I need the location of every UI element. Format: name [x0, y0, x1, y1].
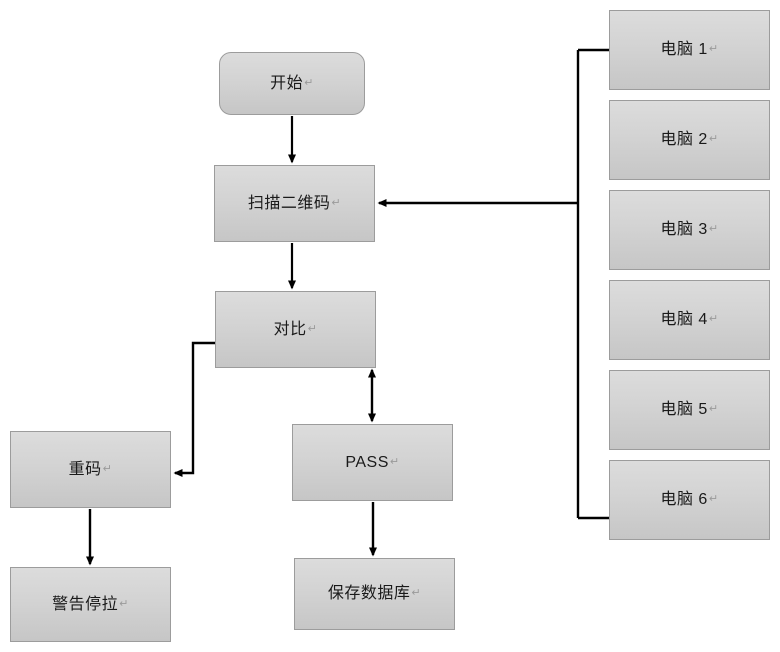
node-computer-3-label: 电脑 3	[660, 221, 708, 239]
node-computer-6-label: 电脑 6	[660, 491, 708, 509]
node-save-database[interactable]: 保存数据库↵	[294, 558, 455, 630]
node-computer-4[interactable]: 电脑 4↵	[609, 280, 770, 360]
node-computer-1[interactable]: 电脑 1↵	[609, 10, 770, 90]
node-computer-2[interactable]: 电脑 2↵	[609, 100, 770, 180]
node-computer-2-label: 电脑 2	[660, 131, 708, 149]
node-scan-qr[interactable]: 扫描二维码↵	[214, 165, 375, 242]
paragraph-mark-icon: ↵	[307, 322, 318, 335]
node-pass-label: PASS	[345, 453, 389, 471]
node-compare[interactable]: 对比↵	[215, 291, 376, 368]
paragraph-mark-icon: ↵	[304, 76, 314, 89]
paragraph-mark-icon: ↵	[708, 43, 719, 56]
node-scan-qr-label: 扫描二维码	[247, 194, 331, 212]
node-duplicate-code[interactable]: 重码↵	[10, 431, 171, 508]
paragraph-mark-icon: ↵	[708, 493, 719, 506]
paragraph-mark-icon: ↵	[119, 597, 129, 610]
paragraph-mark-icon: ↵	[708, 313, 719, 326]
node-save-database-label: 保存数据库	[327, 585, 411, 603]
node-computer-5[interactable]: 电脑 5↵	[609, 370, 770, 450]
paragraph-mark-icon: ↵	[411, 587, 422, 600]
node-compare-label: 对比	[273, 320, 307, 338]
node-pass[interactable]: PASS↵	[292, 424, 453, 501]
node-computer-5-label: 电脑 5	[660, 401, 708, 419]
paragraph-mark-icon: ↵	[708, 403, 719, 416]
node-start[interactable]: 开始↵	[219, 52, 365, 115]
paragraph-mark-icon: ↵	[708, 223, 719, 236]
paragraph-mark-icon: ↵	[389, 455, 400, 468]
node-warning-stop[interactable]: 警告停拉↵	[10, 567, 171, 642]
node-start-label: 开始	[270, 74, 304, 92]
node-computer-4-label: 电脑 4	[660, 311, 708, 329]
paragraph-mark-icon: ↵	[102, 462, 113, 475]
node-computer-1-label: 电脑 1	[660, 41, 708, 59]
node-computer-6[interactable]: 电脑 6↵	[609, 460, 770, 540]
node-duplicate-code-label: 重码	[68, 460, 102, 478]
connector-compare-to-duplicate	[173, 341, 215, 477]
node-computer-3[interactable]: 电脑 3↵	[609, 190, 770, 270]
paragraph-mark-icon: ↵	[708, 133, 719, 146]
paragraph-mark-icon: ↵	[331, 196, 342, 209]
node-warning-stop-label: 警告停拉	[52, 595, 119, 613]
